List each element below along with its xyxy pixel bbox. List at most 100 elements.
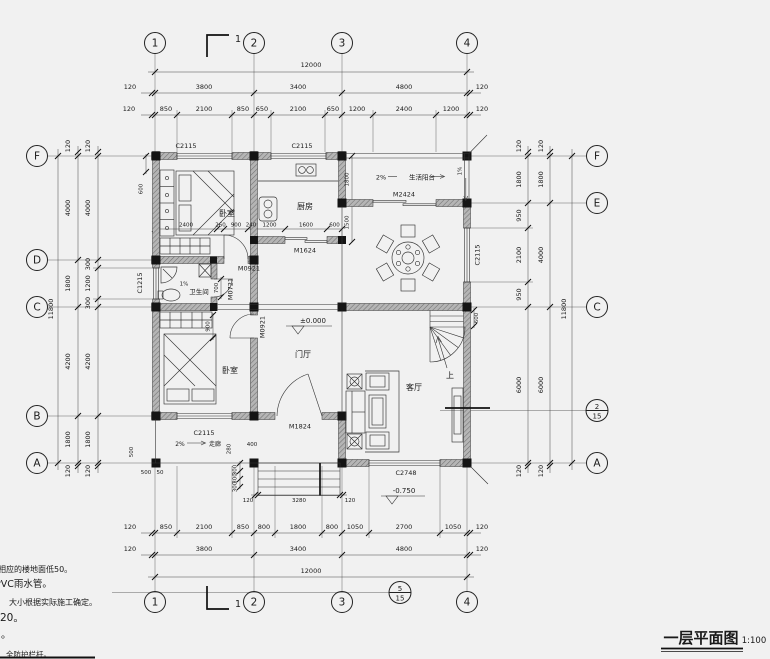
dim: 1200 xyxy=(443,105,460,113)
axis-f-right: F xyxy=(594,151,600,163)
window-label: C1215 xyxy=(136,272,144,293)
dim: 12000 xyxy=(301,61,322,69)
dim: 3400 xyxy=(290,83,307,91)
dim: 1800 xyxy=(290,523,307,531)
dim: 850 xyxy=(237,523,249,531)
axis-a-right: A xyxy=(593,458,601,470)
dim: 6000 xyxy=(515,377,523,394)
dim: 950 xyxy=(515,209,523,221)
door-bedroom1 xyxy=(223,234,249,260)
porch-slope: 2% xyxy=(175,441,185,448)
detail-15b: 15 xyxy=(396,595,405,603)
dim: 4000 xyxy=(64,200,72,217)
dim: 600 xyxy=(139,183,145,194)
dim: 300 xyxy=(233,481,239,492)
balcony-label: 生活阳台 xyxy=(409,173,435,182)
dim: 1800 xyxy=(515,171,523,188)
dim: 120 xyxy=(124,523,136,531)
dim: 120 xyxy=(515,465,523,477)
dim: 120 xyxy=(123,105,135,113)
drawing-scale: 1:100 xyxy=(742,636,767,646)
axis-bubbles xyxy=(26,32,609,613)
dim: 850 xyxy=(160,105,172,113)
note-line: PVC雨水管。 xyxy=(0,578,52,590)
room-bedroom2: 卧室 xyxy=(222,365,238,375)
axis-e-right: E xyxy=(594,198,601,210)
dim: 1050 xyxy=(445,523,462,531)
dim: 800 xyxy=(326,523,338,531)
dim: 900 xyxy=(206,321,212,332)
dim: 1200 xyxy=(349,105,366,113)
door-bath xyxy=(213,278,233,298)
dim: 120 xyxy=(476,83,488,91)
dim: 2100 xyxy=(515,247,523,264)
dim: 1050 xyxy=(347,523,364,531)
dim: 280 xyxy=(227,443,233,454)
window-bedroom2 xyxy=(176,412,233,420)
dim: 600 xyxy=(329,223,340,229)
dim: 11800 xyxy=(560,299,568,320)
room-foyer: 门厅 xyxy=(295,349,311,359)
note-line: 全防护栏杆。 xyxy=(6,649,51,659)
door-bedroom2 xyxy=(229,313,255,339)
dim: 3800 xyxy=(196,545,213,553)
door-label: M1824 xyxy=(289,423,311,431)
section-1-top: 1 xyxy=(235,34,241,45)
dim: 850 xyxy=(160,523,172,531)
drawing-title: 一层平面图 xyxy=(663,629,738,647)
dim: 4000 xyxy=(84,200,92,217)
axis-4-bottom: 4 xyxy=(464,597,471,609)
dim-texts-bottom: 120 850 2100 850 800 1800 800 1050 2700 … xyxy=(124,498,488,575)
balcony-drain-slope: 1% xyxy=(458,167,464,176)
staircase xyxy=(429,310,466,369)
dim: 1800 xyxy=(84,431,92,448)
interior-lines xyxy=(151,206,343,464)
room-labels: 卧室 厨房 卫生间 1% 门厅 卧室 客厅 上 生活阳台 2% 走廊 2% 1%… xyxy=(175,167,463,495)
extension-lines xyxy=(93,110,533,538)
dim-texts-top: 12000 120 3800 3400 4800 120 120 850 210… xyxy=(123,61,488,113)
dim: 3280 xyxy=(292,498,306,504)
dim: 120 xyxy=(537,465,545,477)
axis-2-top: 2 xyxy=(251,38,258,50)
bathroom-fixtures xyxy=(157,263,212,302)
axis-1-bottom: 1 xyxy=(152,597,159,609)
dim: 4200 xyxy=(84,353,92,370)
balcony-rails xyxy=(345,134,489,485)
note-line: 大小根据实际施工确定。 xyxy=(9,597,97,607)
stair-up: 上 xyxy=(446,371,454,380)
dim: 120 xyxy=(64,465,72,477)
window-label: C2115 xyxy=(193,429,214,437)
dim: 120 xyxy=(537,140,545,152)
slope-bath: 1% xyxy=(180,282,189,288)
dim: 1800 xyxy=(64,431,72,448)
dim: 2100 xyxy=(196,523,213,531)
slope-arrows xyxy=(187,174,469,446)
dimension-lines xyxy=(57,71,573,578)
dim-texts-interior: 2400 260 900 240 1200 1600 600 1800 1500… xyxy=(129,172,480,492)
section-1-bottom: 1 xyxy=(235,599,241,610)
window-kitchen xyxy=(270,152,327,160)
dim: 120 xyxy=(124,83,136,91)
dim: 900 xyxy=(231,223,242,229)
dim: 500 xyxy=(129,446,135,457)
dim: 11800 xyxy=(47,299,55,320)
dim: 950 xyxy=(515,288,523,300)
note-line: 地面比相应的楼地面低50。 xyxy=(0,564,72,574)
dim: 1500 xyxy=(345,215,351,229)
dim: 120 xyxy=(64,140,72,152)
level-marks xyxy=(286,325,425,505)
room-bath: 卫生间 xyxy=(189,287,209,296)
axis-3-top: 3 xyxy=(339,38,346,50)
window-label: C2748 xyxy=(395,469,416,477)
door-label: M2424 xyxy=(393,191,415,199)
axis-a-left: A xyxy=(33,458,41,470)
dim: 120 xyxy=(476,105,488,113)
level-outdoor: -0.750 xyxy=(393,487,416,495)
title-block: 一层平面图 1:100 xyxy=(661,629,766,652)
room-bedroom1: 卧室 xyxy=(219,208,235,218)
window-label: C2115 xyxy=(474,244,482,265)
axis-3-bottom: 3 xyxy=(339,597,346,609)
porch-label: 走廊 xyxy=(209,440,221,448)
living-furniture xyxy=(345,370,464,453)
